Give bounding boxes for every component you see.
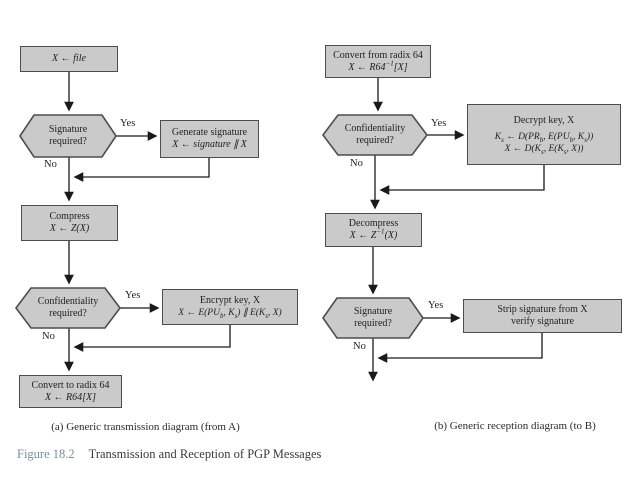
signature-decision-shape bbox=[322, 297, 424, 339]
no-label: No bbox=[350, 158, 363, 169]
generate-signature-box: Generate signature X ← signature ∥ X bbox=[160, 120, 259, 158]
yes-label: Yes bbox=[428, 300, 444, 311]
file-box: X ← file bbox=[20, 46, 118, 72]
strip-signature-box: Strip signature from X verify signature bbox=[463, 299, 622, 333]
box-title: Convert to radix 64 bbox=[31, 379, 110, 391]
reception-caption: (b) Generic reception diagram (to B) bbox=[434, 420, 596, 432]
confidentiality-decision-shape bbox=[15, 287, 121, 329]
box-formula: X ← Z−1(X) bbox=[349, 227, 398, 241]
box-title: Decrypt key, X bbox=[513, 114, 575, 126]
box-formula: X ← R64−1[X] bbox=[348, 59, 408, 73]
box-label: verify signature bbox=[510, 316, 575, 327]
box-formula: X ← E(PUb, Ks) ∥ E(Ks, X) bbox=[178, 308, 282, 320]
decision-label: required? bbox=[49, 136, 87, 147]
figure-title: Transmission and Reception of PGP Messag… bbox=[88, 447, 322, 461]
yes-label: Yes bbox=[125, 290, 141, 301]
decision-label: Signature bbox=[353, 306, 393, 317]
box-formula: Ks ← D(PRb, E(PUb, Ks)) bbox=[494, 131, 594, 144]
no-label: No bbox=[353, 341, 366, 352]
decision-label: Confidentiality bbox=[344, 123, 406, 134]
confidentiality-decision-shape bbox=[322, 114, 428, 156]
connector-arrow bbox=[379, 165, 545, 195]
decision-label: required? bbox=[49, 308, 87, 319]
decision-label: required? bbox=[356, 135, 394, 146]
transmission-caption: (a) Generic transmission diagram (from A… bbox=[51, 421, 240, 433]
signature-decision-shape bbox=[19, 114, 117, 158]
decision-label: Signature bbox=[48, 124, 88, 135]
box-title: Decompress bbox=[348, 218, 399, 229]
box-formula: X ← D(Ks, E(Ks, X)) bbox=[504, 143, 584, 156]
signature-decision: Signature required? bbox=[26, 117, 110, 155]
confidentiality-decision: Confidentiality required? bbox=[23, 290, 113, 326]
compress-box: Compress X ← Z(X) bbox=[21, 205, 118, 241]
box-formula: X ← R64[X] bbox=[44, 391, 97, 403]
box-title: Compress bbox=[49, 211, 90, 222]
file-formula: X ← file bbox=[52, 53, 86, 64]
encrypt-key-box: Encrypt key, X X ← E(PUb, Ks) ∥ E(Ks, X) bbox=[162, 289, 298, 325]
convert-from-radix64-box: Convert from radix 64 X ← R64−1[X] bbox=[325, 45, 431, 78]
yes-label: Yes bbox=[431, 118, 447, 129]
box-formula: X ← Z(X) bbox=[49, 223, 90, 234]
decrypt-key-box: Decrypt key, X Ks ← D(PRb, E(PUb, Ks)) X… bbox=[467, 104, 621, 165]
box-formula: X ← signature ∥ X bbox=[172, 139, 247, 150]
yes-label: Yes bbox=[120, 118, 136, 129]
box-title: Convert from radix 64 bbox=[333, 49, 423, 61]
signature-decision: Signature required? bbox=[331, 300, 415, 336]
no-label: No bbox=[42, 331, 55, 342]
decision-label: required? bbox=[354, 318, 392, 329]
no-label: No bbox=[44, 159, 57, 170]
connector-arrow bbox=[73, 324, 231, 352]
decision-label: Confidentiality bbox=[37, 296, 99, 307]
confidentiality-decision: Confidentiality required? bbox=[330, 117, 420, 153]
convert-to-radix64-box: Convert to radix 64 X ← R64[X] bbox=[19, 375, 122, 408]
box-title: Generate signature bbox=[171, 127, 248, 138]
figure-number: Figure 18.2 bbox=[17, 447, 75, 461]
decompress-box: Decompress X ← Z−1(X) bbox=[325, 213, 422, 247]
figure-caption: Figure 18.2 Transmission and Reception of… bbox=[17, 447, 321, 462]
connector-arrow bbox=[377, 333, 543, 363]
connector-arrow bbox=[73, 158, 210, 182]
box-title: Encrypt key, X bbox=[199, 295, 261, 306]
box-title: Strip signature from X bbox=[497, 304, 588, 315]
